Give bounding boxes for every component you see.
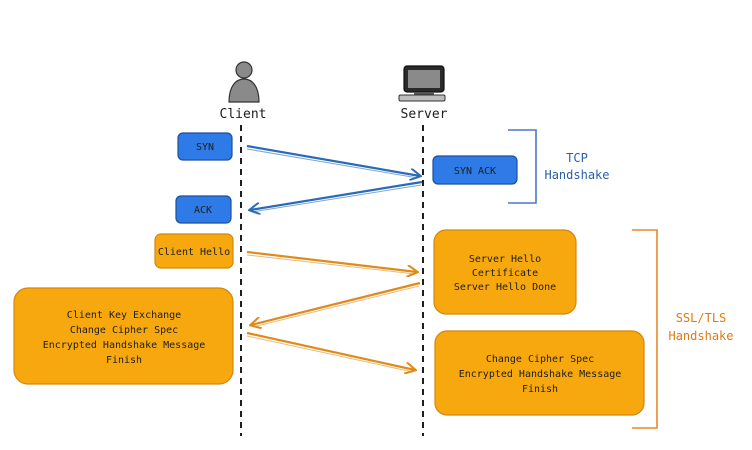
client-hello-label: Client Hello — [158, 247, 230, 258]
person-icon — [228, 61, 260, 103]
server-finish-line: Finish — [522, 384, 558, 395]
client-key-arrow — [246, 331, 415, 370]
syn-ack-label: SYN ACK — [454, 166, 496, 177]
tcp-bracket — [508, 129, 537, 204]
ack-box — [175, 195, 232, 224]
client-key-exchange-line: Client Key Exchange — [67, 310, 181, 321]
client-hello-box — [154, 233, 234, 269]
tcp-label: TCP — [566, 151, 588, 165]
ack-label: ACK — [194, 205, 212, 216]
server-change-cipher-line: Change Cipher Spec — [486, 354, 594, 365]
server-hello-done-line: Server Hello Done — [454, 282, 556, 293]
tls-label: SSL/TLS — [676, 311, 727, 325]
server-label: Server — [401, 107, 448, 122]
server-hello-arrow-sketch — [252, 285, 420, 328]
server-hello-line: Server Hello — [469, 254, 541, 265]
syn-ack-box — [432, 155, 518, 185]
tcp-handshake-label: Handshake — [544, 168, 609, 182]
server-finish-box — [434, 330, 645, 416]
syn-box — [177, 132, 233, 161]
computer-icon — [398, 65, 446, 102]
syn-ack-arrow-sketch — [251, 184, 422, 213]
client-label: Client — [220, 107, 267, 122]
server-encrypted-handshake-line: Encrypted Handshake Message — [459, 369, 622, 380]
server-hello-box — [433, 229, 577, 315]
syn-arrow-sketch — [246, 148, 419, 179]
client-hello-arrow — [246, 250, 417, 272]
syn-ack-arrow — [250, 180, 423, 210]
syn-arrow — [246, 144, 420, 176]
change-cipher-spec-line: Change Cipher Spec — [70, 325, 178, 336]
server-hello-arrow — [251, 281, 421, 325]
client-hello-arrow-sketch — [246, 254, 416, 275]
finish-line: Finish — [106, 355, 142, 366]
certificate-line: Certificate — [472, 268, 538, 279]
client-key-exchange-box — [13, 287, 234, 385]
encrypted-handshake-line: Encrypted Handshake Message — [43, 340, 206, 351]
tls-handshake-label: Handshake — [668, 329, 733, 343]
syn-label: SYN — [196, 142, 214, 153]
tls-bracket — [632, 229, 658, 429]
client-key-arrow-sketch — [246, 335, 414, 373]
